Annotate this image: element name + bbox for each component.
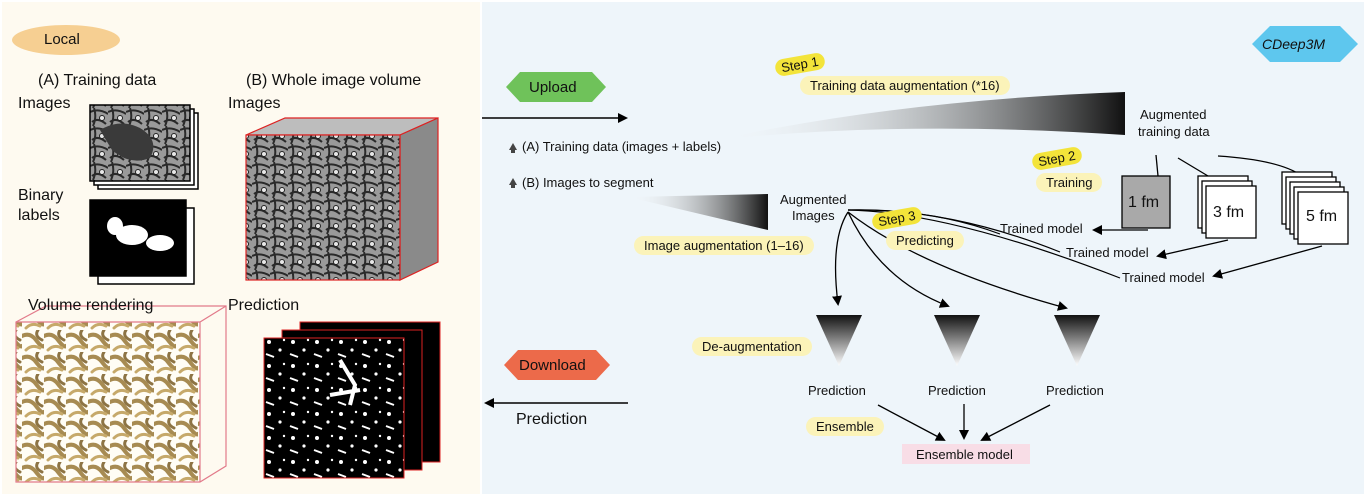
upload-item-a-icon: [509, 143, 517, 150]
image-augmentation-label: Image augmentation (1–16): [634, 236, 814, 255]
training-data-title: (A) Training data: [38, 72, 157, 89]
prediction-label-2: Prediction: [928, 383, 986, 398]
model-3fm-label: 3 fm: [1213, 204, 1245, 221]
trained-model-label-2: Trained model: [1066, 245, 1149, 260]
upload-item-b-icon: [509, 178, 517, 185]
volume-rendering-title: Volume rendering: [28, 297, 154, 314]
augmented-images-line2: Images: [792, 208, 835, 223]
deaugmentation-wedge-2: [934, 315, 980, 366]
augmented-training-line2: training data: [1138, 124, 1210, 139]
download-badge-shape: [504, 350, 610, 380]
model-5fm-box: [1281, 171, 1349, 245]
ensemble-model-box-shape: [902, 444, 1030, 464]
training-images-label: Images: [18, 95, 71, 112]
binary-label-line2: labels: [18, 207, 60, 224]
upload-item-b: (B) Images to segment: [522, 175, 654, 190]
trained-model-label-3: Trained model: [1122, 270, 1205, 285]
binary-label-line1: Binary: [18, 187, 64, 204]
cdeep3m-badge-label: CDeep3M: [1262, 36, 1326, 52]
ensemble-model-label: Ensemble model: [916, 447, 1013, 462]
volume-rendering-cube: [15, 305, 227, 483]
augmented-training-line1: Augmented: [1140, 107, 1207, 122]
ensemble-label: Ensemble: [806, 417, 884, 436]
download-item: Prediction: [516, 411, 588, 428]
download-badge-label: Download: [519, 357, 586, 374]
whole-image-volume-cube: [245, 117, 439, 281]
deaugmentation-label: De-augmentation: [692, 337, 812, 356]
step1-description: Training data augmentation (*16): [800, 76, 1010, 95]
step3-description: Predicting: [886, 231, 964, 250]
training-image-stack: [89, 104, 199, 190]
model-3fm-box: [1197, 175, 1257, 239]
local-badge-label: Local: [44, 31, 80, 48]
deaugmentation-wedge-3: [1054, 315, 1100, 366]
trained-model-label-1: Trained model: [1000, 221, 1083, 236]
prediction-title: Prediction: [228, 297, 300, 314]
model-1fm-box: [1121, 175, 1171, 229]
binary-label-stack: [89, 199, 195, 285]
model-5fm-label: 5 fm: [1306, 208, 1338, 225]
upload-badge-label: Upload: [529, 79, 577, 96]
prediction-label-1: Prediction: [808, 383, 866, 398]
whole-volume-title: (B) Whole image volume: [246, 72, 422, 89]
image-augmentation-wedge: [628, 194, 768, 230]
prediction-label-3: Prediction: [1046, 383, 1104, 398]
upload-badge-shape: [506, 72, 606, 102]
local-badge-shape: [12, 25, 120, 55]
augmented-images-line1: Augmented: [780, 192, 847, 207]
model-1fm-label: 1 fm: [1128, 194, 1160, 211]
training-augmentation-wedge: [716, 92, 1125, 140]
step2-description: Training: [1036, 173, 1103, 192]
cdeep3m-badge-shape: [1252, 26, 1358, 62]
upload-item-a: (A) Training data (images + labels): [522, 139, 722, 154]
deaugmentation-wedge-1: [816, 315, 862, 366]
whole-volume-images-label: Images: [228, 95, 281, 112]
prediction-stack: [263, 321, 441, 479]
